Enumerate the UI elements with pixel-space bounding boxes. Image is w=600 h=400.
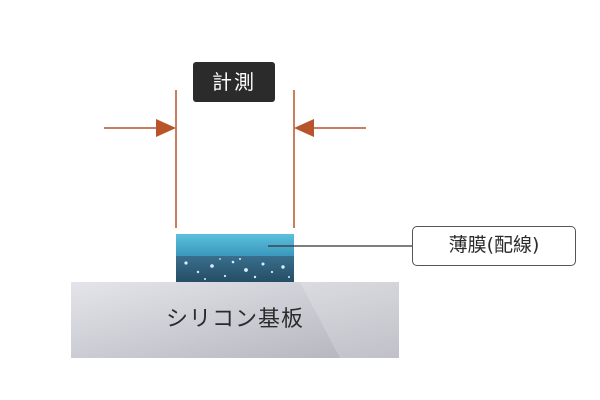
substrate-highlight (300, 282, 399, 358)
substrate-label: シリコン基板 (165, 307, 304, 332)
thin-film-top-layer (176, 234, 294, 256)
film-speckles (184, 258, 290, 280)
measurement-label: 計測 (193, 62, 275, 102)
dimension-arrow-right (294, 119, 314, 137)
dimension-arrow-left (156, 119, 176, 137)
thin-film-bottom-layer (176, 256, 294, 282)
dimension-lines (104, 90, 366, 228)
thin-film-label: 薄膜(配線) (412, 226, 576, 266)
thin-film (176, 234, 294, 282)
silicon-substrate (71, 282, 399, 358)
